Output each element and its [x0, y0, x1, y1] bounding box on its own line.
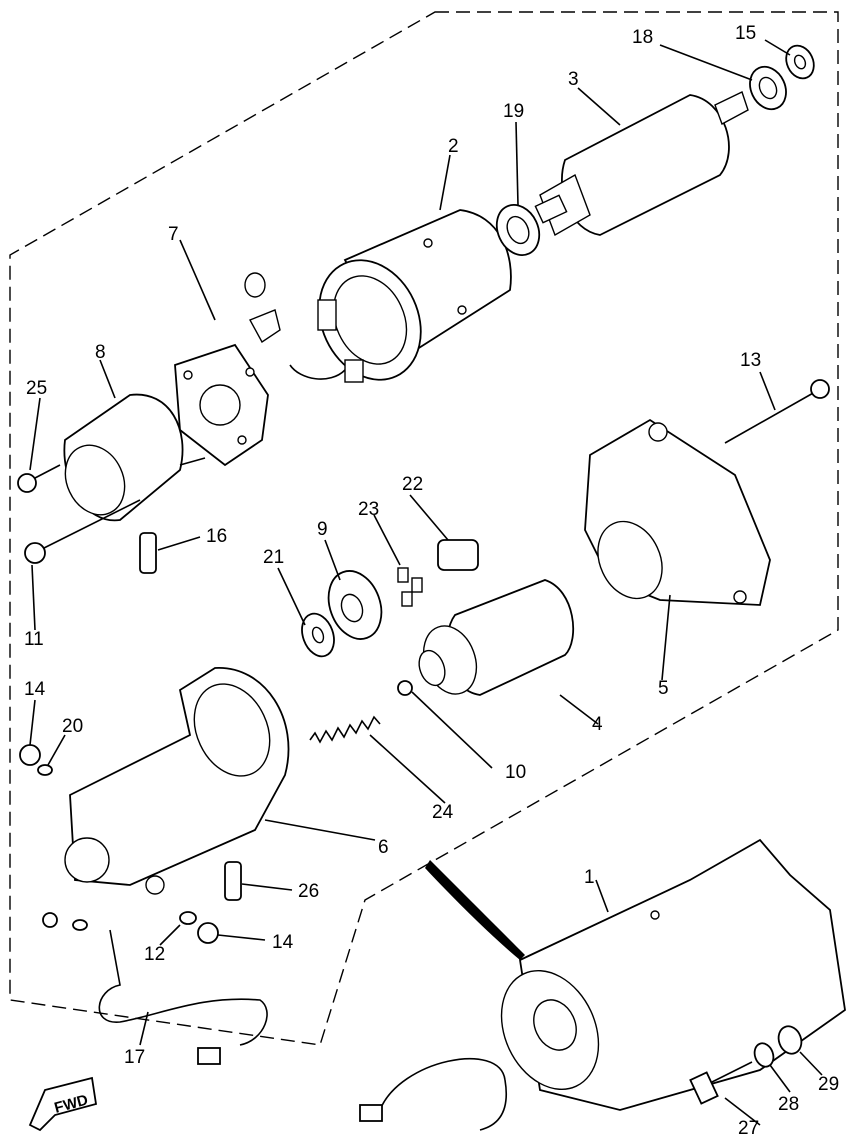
- callout-14-bottom: 14: [272, 932, 294, 953]
- brush-holder-part: [174, 272, 281, 467]
- gear-9-part: [327, 570, 383, 640]
- overrunning-clutch-part: [418, 579, 575, 696]
- callout-25: 25: [26, 378, 47, 399]
- callout-26: 26: [298, 881, 319, 902]
- callout-5: 5: [658, 678, 669, 699]
- ball-10-part: [397, 680, 413, 696]
- callout-4: 4: [592, 714, 603, 735]
- washer-15-part: [785, 44, 815, 80]
- callout-18: 18: [632, 27, 653, 48]
- drive-housing-part: [64, 667, 290, 895]
- callout-21: 21: [263, 547, 284, 568]
- washer-20-part: [37, 764, 53, 776]
- bolt-13-part: [724, 379, 830, 444]
- bolt-26-part: [224, 861, 242, 901]
- callout-13: 13: [740, 350, 761, 371]
- callout-29: 29: [818, 1074, 839, 1095]
- roller-23-part: [397, 567, 423, 607]
- callout-3: 3: [568, 69, 579, 90]
- bearing-part: [495, 204, 541, 256]
- assembly-arrow: [425, 860, 525, 960]
- leader-lines: [29, 39, 823, 1126]
- screw-25-part: [17, 464, 61, 493]
- washer-29-part: [777, 1025, 803, 1055]
- nut-14b-part: [197, 922, 219, 944]
- retainer-22-part: [437, 539, 479, 571]
- callout-20: 20: [62, 716, 83, 737]
- callout-19: 19: [503, 101, 524, 122]
- callout-16: 16: [206, 526, 227, 547]
- front-housing-part: [584, 418, 771, 606]
- washer-28-part: [753, 1042, 775, 1068]
- nut-14a-part: [19, 744, 41, 766]
- callout-11: 11: [24, 629, 44, 650]
- callout-7: 7: [168, 224, 179, 245]
- callout-24: 24: [432, 802, 454, 823]
- pin-16-part: [139, 532, 157, 574]
- fwd-direction-marker: FWD: [28, 1076, 98, 1132]
- bearing-18-part: [749, 65, 787, 111]
- callout-23: 23: [358, 499, 379, 520]
- callout-8: 8: [95, 342, 106, 363]
- callout-28: 28: [778, 1094, 799, 1115]
- bolt-27-part: [689, 1061, 753, 1105]
- washer-small-part: [72, 919, 88, 931]
- callout-12: 12: [144, 944, 165, 965]
- bolt-small-part: [42, 912, 58, 928]
- armature-part: [534, 91, 749, 237]
- wire-harness-17-part: [98, 929, 268, 1065]
- callout-17: 17: [124, 1047, 145, 1068]
- starter-assembly-part: [359, 838, 846, 1131]
- washer-12-part: [179, 911, 197, 925]
- callout-1: 1: [584, 867, 595, 888]
- callout-10: 10: [505, 762, 526, 783]
- callout-27: 27: [738, 1118, 759, 1134]
- motor-yoke-part: [289, 209, 512, 383]
- end-cover-part: [63, 393, 206, 522]
- washer-21-part: [301, 612, 335, 658]
- spring-24-part: [309, 715, 381, 744]
- callout-14-top: 14: [24, 679, 46, 700]
- callout-6: 6: [378, 837, 389, 858]
- callout-15: 15: [735, 23, 756, 44]
- callout-2: 2: [448, 136, 459, 157]
- callout-22: 22: [402, 474, 423, 495]
- assembly-boundary: [9, 11, 839, 1046]
- through-bolt-11-part: [24, 499, 141, 564]
- callout-9: 9: [317, 519, 328, 540]
